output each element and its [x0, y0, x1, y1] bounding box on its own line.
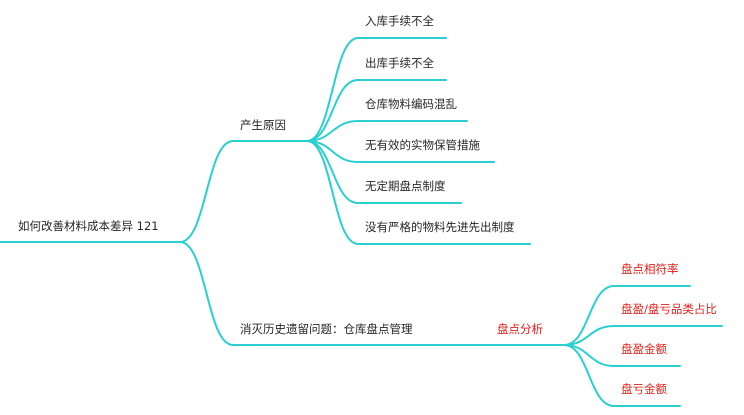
link-root-inventory	[179, 241, 234, 346]
link-cause-item	[306, 37, 359, 142]
branch-inventory-management[interactable]: 消灭历史遗留问题：仓库盘点管理	[240, 322, 413, 336]
link-root-causes	[179, 140, 234, 243]
cause-item[interactable]: 无有效的实物保管措施	[365, 138, 480, 152]
analysis-item[interactable]: 盘亏金额	[621, 382, 667, 396]
root-topic[interactable]: 如何改善材料成本差异 121	[18, 219, 159, 233]
cause-item[interactable]: 出库手续不全	[365, 56, 434, 70]
link-analysis-item	[563, 285, 615, 346]
cause-item[interactable]: 仓库物料编码混乱	[365, 97, 457, 111]
cause-item[interactable]: 入库手续不全	[365, 14, 434, 28]
inventory-analysis[interactable]: 盘点分析	[497, 322, 543, 336]
link-analysis-item	[563, 344, 615, 407]
cause-item[interactable]: 没有严格的物料先进先出制度	[365, 220, 515, 234]
analysis-item[interactable]: 盘盈金额	[621, 342, 667, 356]
analysis-item[interactable]: 盘盈/盘亏品类占比	[621, 302, 717, 316]
link-cause-item	[306, 79, 359, 142]
cause-item[interactable]: 无定期盘点制度	[365, 179, 446, 193]
link-cause-item	[306, 140, 359, 245]
branch-causes[interactable]: 产生原因	[240, 118, 286, 132]
link-analysis-item	[563, 325, 615, 346]
link-cause-item	[306, 120, 359, 142]
analysis-item[interactable]: 盘点相符率	[621, 262, 679, 276]
